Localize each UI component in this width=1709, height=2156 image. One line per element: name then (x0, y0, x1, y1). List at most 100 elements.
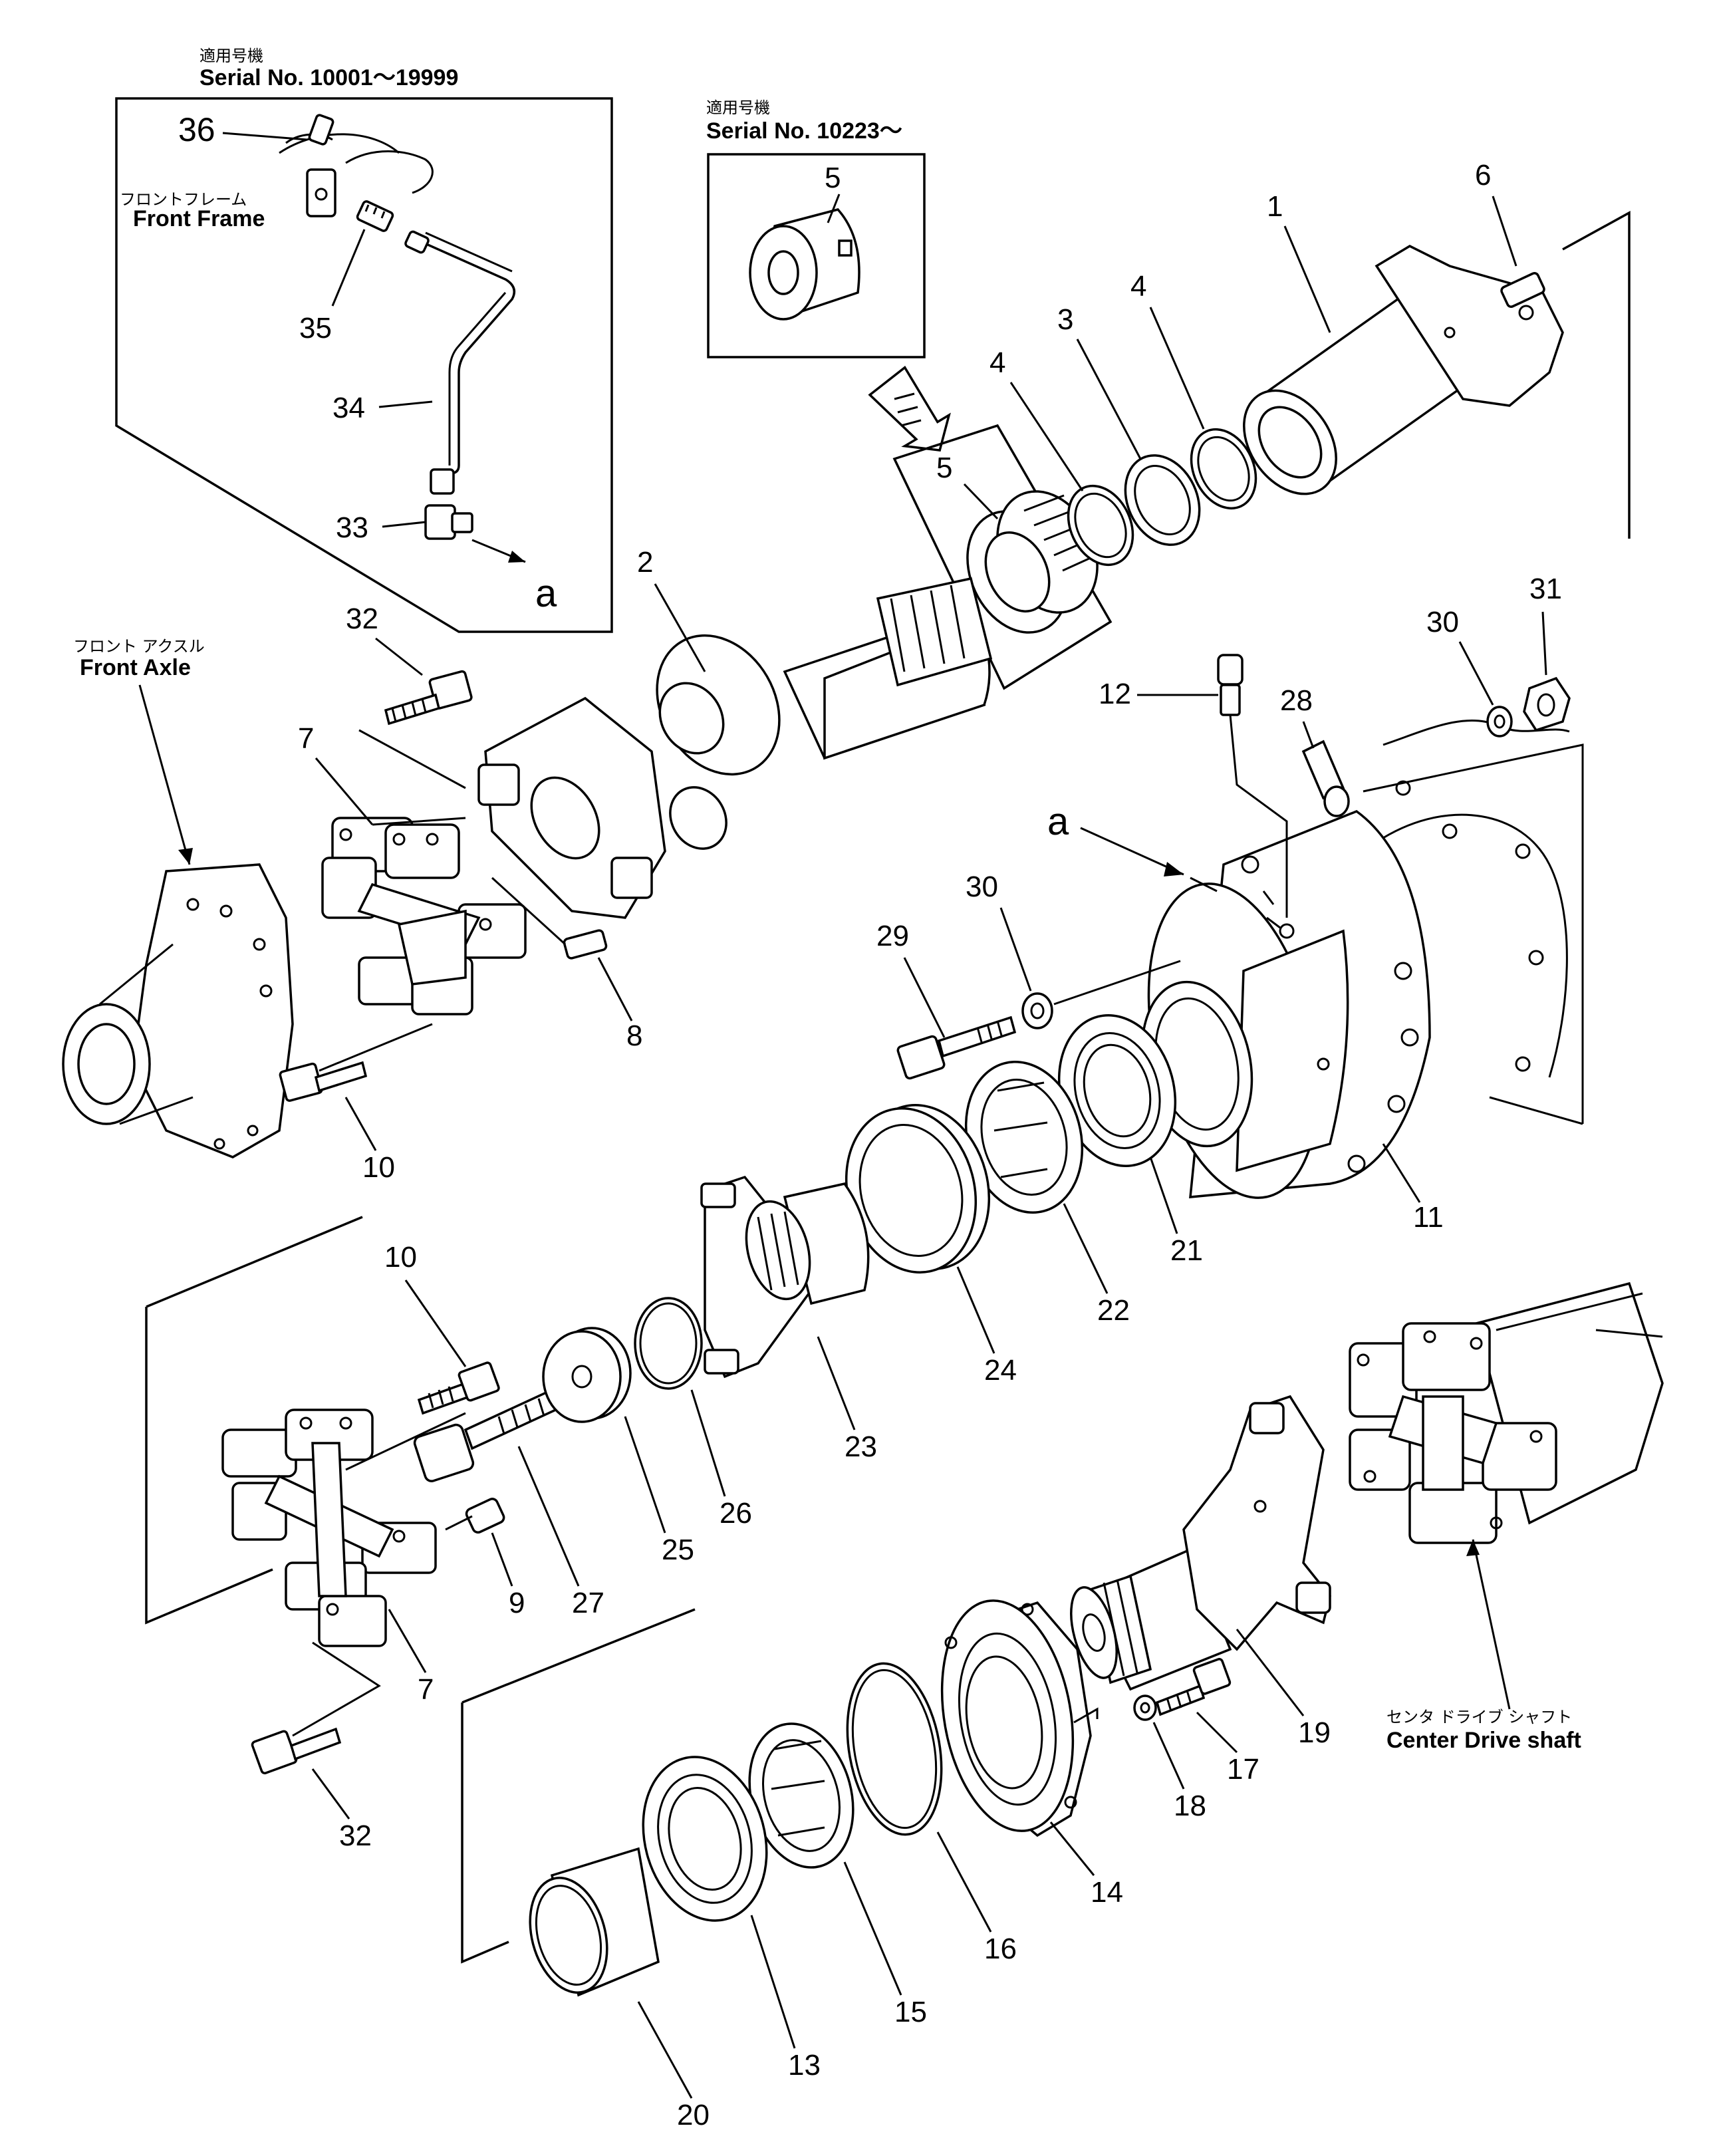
o-ring-16 (846, 1662, 943, 1836)
callout-27: 27 (572, 1587, 604, 1619)
callout-4a: 4 (989, 346, 1005, 379)
callout-33: 33 (336, 511, 368, 544)
callout-32b: 32 (339, 1819, 372, 1852)
callout-35: 35 (299, 312, 332, 344)
elbow-33 (424, 504, 473, 540)
fitting-36 (306, 114, 336, 217)
callout-2: 2 (637, 546, 653, 579)
cross-spider-7-lower (221, 1409, 437, 1647)
bolt-32-upper (384, 670, 473, 726)
snap-ring-4b (1190, 428, 1257, 510)
callout-20: 20 (677, 2099, 710, 2131)
callout-6: 6 (1475, 159, 1491, 192)
callout-8: 8 (626, 1019, 642, 1052)
inset1-serial: Serial No. 10001～19999 (199, 65, 458, 90)
callout-34: 34 (332, 392, 365, 424)
grease-nipple-9 (465, 1498, 505, 1534)
washer-18 (1133, 1694, 1157, 1721)
bearing-21 (1057, 1014, 1177, 1167)
callout-13: 13 (788, 2049, 821, 2082)
callout-14: 14 (1091, 1876, 1123, 1909)
ref-a-inset: a (535, 572, 557, 615)
nut-31 (1523, 676, 1571, 732)
callout-30a: 30 (1426, 606, 1459, 638)
center-drive-jp: センタ ドライブ シャフト (1386, 1708, 1572, 1726)
front-axle-jp: フロント アクスル (73, 637, 205, 656)
lock-plate-28 (1301, 740, 1350, 817)
callout-26: 26 (720, 1497, 752, 1530)
callout-18: 18 (1174, 1790, 1206, 1822)
callout-28: 28 (1280, 684, 1313, 717)
callout-11: 11 (1413, 1201, 1444, 1234)
callout-15: 15 (894, 1996, 927, 2028)
center-drive-shaft (1349, 1281, 1664, 1544)
inset-serial-10223: 適用号機 Serial No. 10223～ 5 (706, 98, 926, 358)
cross-spider-7-upper (321, 817, 527, 1015)
front-frame-jp: フロントフレーム (120, 191, 247, 209)
callout-32a: 32 (346, 603, 378, 635)
inset2-serial: Serial No. 10223～ (706, 118, 902, 144)
callout-22: 22 (1097, 1294, 1130, 1327)
washer-30-upper (1486, 706, 1513, 738)
callout-7b: 7 (418, 1673, 434, 1706)
callout-19: 19 (1298, 1716, 1331, 1749)
front-axle (62, 863, 294, 1158)
bolt-29 (896, 1015, 1017, 1080)
callout-10a: 10 (362, 1151, 395, 1184)
callout-12: 12 (1099, 678, 1131, 710)
inset2-jp: 適用号機 (706, 98, 770, 117)
sleeve-20 (529, 1847, 660, 1997)
washer-25 (542, 1327, 632, 1423)
washer-30-lower (1021, 992, 1053, 1029)
bolt-10-lower (417, 1361, 500, 1415)
bearing-5-alt (749, 208, 860, 321)
bolt-10-upper (279, 1061, 368, 1102)
fitting-35 (356, 200, 394, 232)
callout-25: 25 (662, 1534, 694, 1566)
yoke-23 (700, 1175, 870, 1379)
callout-24: 24 (984, 1354, 1017, 1387)
callout-31: 31 (1529, 573, 1562, 605)
callout-10b: 10 (384, 1241, 417, 1274)
callout-29: 29 (876, 920, 909, 952)
grease-nipple-12 (1217, 654, 1244, 716)
bolt-27 (413, 1388, 561, 1482)
snap-ring-4a (1067, 484, 1134, 567)
race-22 (964, 1061, 1084, 1214)
race-15 (748, 1722, 854, 1869)
callout-16: 16 (984, 1933, 1017, 1965)
slip-shaft-2 (477, 577, 993, 919)
callout-17: 17 (1227, 1753, 1259, 1786)
callout-5b: 5 (936, 452, 952, 484)
bolt-17 (1155, 1658, 1232, 1716)
callout-21: 21 (1170, 1234, 1203, 1267)
callout-9: 9 (509, 1587, 525, 1619)
bearing-13 (642, 1756, 768, 1922)
hatched-arrow (868, 366, 951, 452)
front-axle-label: Front Axle (80, 655, 191, 680)
front-frame-label: Front Frame (133, 206, 265, 231)
center-drive-label: Center Drive shaft (1386, 1728, 1581, 1753)
cover-14 (940, 1599, 1092, 1837)
callout-23: 23 (845, 1430, 877, 1463)
grease-nipple-8 (563, 929, 608, 960)
inset-serial-10001: 適用号機 Serial No. 10001～19999 フロントフレーム Fro… (115, 47, 613, 633)
callout-5a: 5 (825, 162, 841, 194)
seal-24 (845, 1104, 991, 1274)
callout-36: 36 (178, 111, 215, 148)
inset1-jp: 適用号機 (199, 47, 263, 65)
o-ring-26 (634, 1297, 703, 1390)
callout-7a: 7 (298, 722, 314, 755)
bolt-32-lower (251, 1727, 342, 1775)
callout-3: 3 (1057, 303, 1073, 336)
callout-4b: 4 (1130, 270, 1146, 303)
frame-mating-plate (1363, 719, 1584, 1125)
ring-3 (1124, 454, 1201, 546)
shaft-yoke-19 (1070, 1395, 1331, 1691)
callout-1: 1 (1267, 190, 1283, 223)
grease-nipple-6 (1500, 272, 1545, 308)
callout-30b: 30 (966, 871, 998, 903)
ref-a-main: a (1047, 800, 1069, 843)
